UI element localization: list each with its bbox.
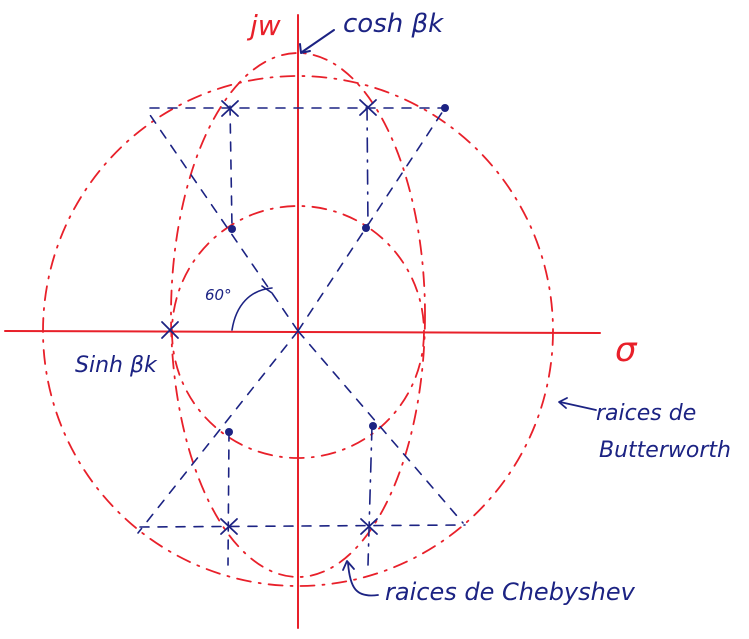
projection-left-lower xyxy=(227,431,230,566)
chebyshev-poles xyxy=(161,99,378,535)
real-axis xyxy=(4,330,601,334)
butterworth-arrow-head xyxy=(558,397,568,409)
point-inner-upper-left xyxy=(228,225,236,233)
projection-left-upper xyxy=(229,105,233,229)
radial-line-lower-left xyxy=(137,330,299,534)
pole-cross-bottom-left xyxy=(220,518,238,535)
horizontal-projections xyxy=(139,107,466,528)
butterworth-arrow xyxy=(559,401,597,411)
projection-right-lower xyxy=(367,425,373,566)
butterworth-label-line1: raices de xyxy=(596,401,696,426)
radial-line-upper-right xyxy=(297,107,446,332)
annotation-arrows xyxy=(299,29,597,597)
angle-tick xyxy=(261,285,273,294)
point-inner-upper-right xyxy=(362,224,370,232)
butterworth-points xyxy=(225,104,449,436)
angle-indicator: 60° xyxy=(205,285,273,331)
chebyshev-label: raices de Chebyshev xyxy=(385,578,636,606)
pole-cross-bottom-right xyxy=(360,518,378,535)
point-outer-top-right xyxy=(441,104,449,112)
chebyshev-arrow-head xyxy=(342,560,355,571)
projection-bottom xyxy=(139,524,466,528)
sigma-axis-label: σ xyxy=(615,330,638,370)
pole-cross-top-right xyxy=(359,99,377,116)
cosh-arrow-head xyxy=(299,43,311,54)
angle-label: 60° xyxy=(205,286,232,304)
projection-right-upper xyxy=(366,105,369,229)
chebyshev-ellipse xyxy=(170,52,426,578)
sinh-label: Sinh βk xyxy=(75,353,158,378)
cosh-label: cosh βk xyxy=(343,9,444,39)
angle-arc xyxy=(231,287,273,331)
labels: jw σ cosh βk Sinh βk raices de Butterwor… xyxy=(75,9,731,606)
butterworth-label-line2: Butterworth xyxy=(599,438,731,463)
jw-axis-label: jw xyxy=(246,9,281,42)
chebyshev-arrow xyxy=(347,562,379,597)
pole-cross-real-axis xyxy=(161,321,179,339)
axes xyxy=(4,14,601,629)
butterworth-circle-outer xyxy=(42,75,554,587)
radial-lines xyxy=(137,107,464,534)
point-inner-lower-right xyxy=(369,422,377,430)
radial-line-lower-right xyxy=(297,330,464,524)
radial-line-upper-left xyxy=(147,111,299,332)
vertical-projections xyxy=(227,105,373,566)
point-inner-lower-left xyxy=(225,428,233,436)
pole-cross-top-left xyxy=(221,100,239,117)
cosh-arrow xyxy=(301,29,335,53)
